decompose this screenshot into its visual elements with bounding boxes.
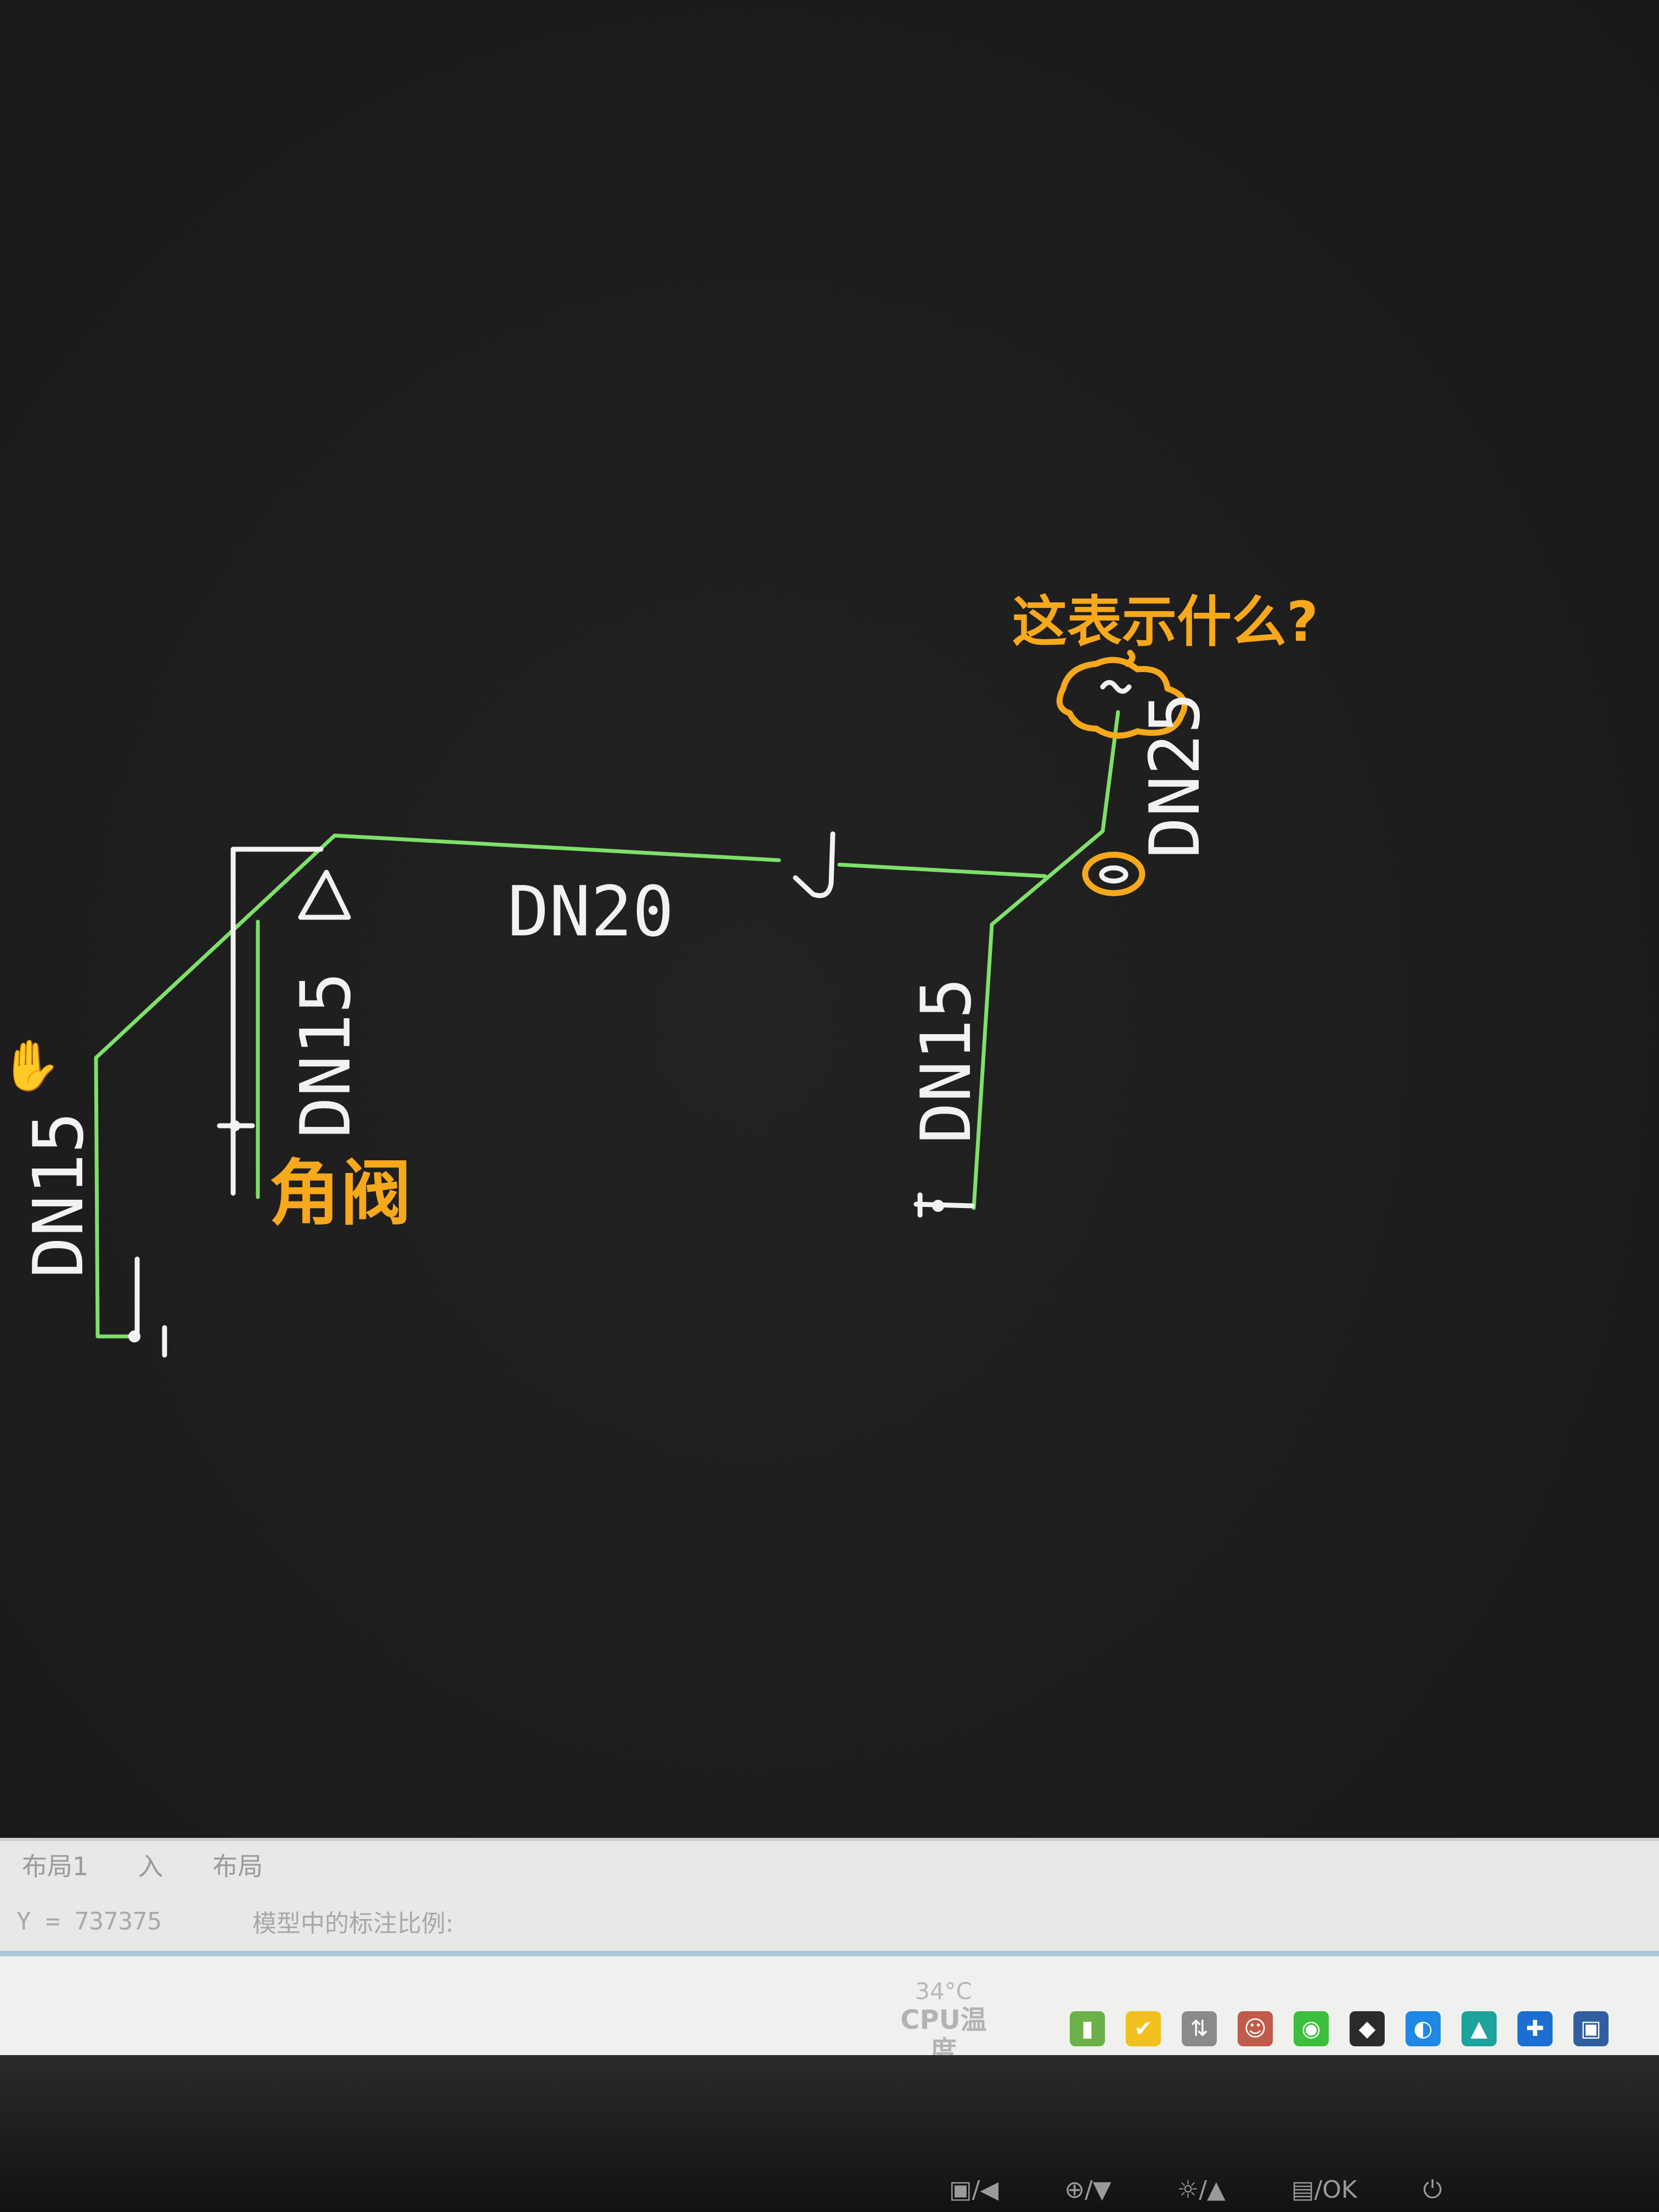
wechat-icon[interactable]: ◉ <box>1294 2011 1329 2046</box>
cloud-icon[interactable]: ✚ <box>1517 2011 1553 2046</box>
osd-input-button[interactable]: ▣/◀ <box>949 2176 999 2204</box>
angle-valve-frame <box>230 847 324 1196</box>
cpu-temp-value: 34°C <box>915 1978 972 2005</box>
pipe-diagonal-right[interactable] <box>990 829 1105 927</box>
monitor-bezel: ▣/◀ ⊕/▼ ☼/▲ ▤/OK ⏻ <box>0 2055 1659 2212</box>
osd-down-button[interactable]: ⊕/▼ <box>1064 2176 1111 2204</box>
annotation-angle-valve: 角阀 <box>269 1152 411 1235</box>
annotation-arrow-stroke <box>1124 650 1136 667</box>
user-icon[interactable]: ☺ <box>1238 2011 1273 2046</box>
annotation-circle-valve <box>1082 851 1146 896</box>
remote-icon[interactable]: ▲ <box>1462 2011 1497 2046</box>
label-dn20: DN20 <box>507 871 674 952</box>
tab-layout[interactable]: 布局 <box>212 1852 263 1881</box>
pipe-dn25-riser[interactable] <box>1101 710 1120 833</box>
browser-icon[interactable]: ◐ <box>1406 2011 1441 2046</box>
faucet-stem-right <box>913 1201 975 1209</box>
command-line[interactable]: Y = 737375 模型中的标注比例: <box>0 1894 1659 1949</box>
command-prompt: 模型中的标注比例: <box>252 1910 454 1938</box>
pipe-dn20-after-meter[interactable] <box>837 862 1047 878</box>
osd-up-button[interactable]: ☼/▲ <box>1177 2176 1226 2204</box>
tab-add[interactable]: 入 <box>138 1852 163 1881</box>
label-dn15-left: DN15 <box>18 1112 99 1278</box>
osd-power-button[interactable]: ⏻ <box>1423 2176 1442 2204</box>
command-separator <box>0 1951 1659 1956</box>
display-icon[interactable]: ▣ <box>1573 2011 1609 2046</box>
pipe-dn15-right-branch[interactable] <box>972 922 994 1210</box>
pan-hand-cursor-icon: ✋ <box>0 1037 62 1094</box>
annotation-cloud <box>1056 657 1188 739</box>
nvidia-icon[interactable]: ◆ <box>1350 2011 1385 2046</box>
tilde-symbol <box>1100 680 1132 694</box>
pipe-dn20-main[interactable] <box>94 833 781 1060</box>
label-dn15-middle: DN15 <box>285 972 366 1138</box>
layout-tabs: 布局1 入 布局 <box>22 1846 263 1884</box>
network-icon[interactable]: ⇅ <box>1182 2011 1217 2046</box>
coordinate-readout: Y = 737375 <box>16 1907 162 1936</box>
pipe-dn15-left-riser[interactable] <box>94 1056 137 1339</box>
system-tray: ▮ ✔ ⇅ ☺ ◉ ◆ ◐ ▲ ✚ ▣ <box>1070 2011 1609 2046</box>
monitor-osd-buttons: ▣/◀ ⊕/▼ ☼/▲ ▤/OK ⏻ <box>949 2176 1442 2204</box>
triangle-symbol <box>298 870 351 920</box>
command-status-area: 布局1 入 布局 Y = 737375 模型中的标注比例: <box>0 1838 1659 1956</box>
windows-taskbar: 34°C CPU温度 ▮ ✔ ⇅ ☺ ◉ ◆ ◐ ▲ ✚ ▣ <box>0 1956 1659 2066</box>
usb-icon[interactable]: ▮ <box>1070 2011 1105 2046</box>
annotation-question: 这表示什么? <box>1012 590 1318 654</box>
security-shield-icon[interactable]: ✔ <box>1126 2011 1161 2046</box>
water-meter-symbol <box>793 831 836 898</box>
faucet-dot-left <box>128 1330 140 1342</box>
cad-drawing-canvas[interactable]: DN20 DN25 DN15 DN15 DN15 这表示什么? 角阀 ✋ <box>0 0 1659 1865</box>
osd-menu-button[interactable]: ▤/OK <box>1291 2176 1357 2204</box>
pipe-system-diagram[interactable]: DN20 DN25 DN15 DN15 DN15 这表示什么? 角阀 <box>0 0 1659 1865</box>
tab-layout1[interactable]: 布局1 <box>22 1852 89 1881</box>
label-dn15-right: DN15 <box>906 978 986 1144</box>
small-valve-symbol <box>1099 865 1128 884</box>
faucet-dot-right <box>932 1200 944 1212</box>
label-dn25: DN25 <box>1135 692 1215 859</box>
cpu-temperature-widget[interactable]: 34°C CPU温度 <box>889 1978 998 2067</box>
